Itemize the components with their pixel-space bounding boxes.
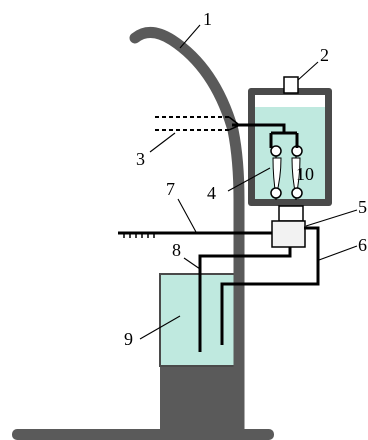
leader-lines [139,24,358,340]
stand-column [160,366,242,430]
reservoir-cap [283,76,299,94]
label-3: 3 [136,149,145,169]
label-9: 9 [124,329,133,349]
connector-block [271,220,306,248]
pump-tube-assembly [270,145,303,200]
reservoir-inner-air [255,95,325,107]
label-8: 8 [172,240,181,260]
curved-pole [129,27,245,436]
rod-ticks [123,233,155,238]
inlet-lines [155,116,239,131]
reservoir-water [255,107,325,199]
wire-network [118,123,320,352]
label-7: 7 [166,179,175,199]
label-5: 5 [358,197,367,217]
label-1: 1 [203,9,212,29]
label-6: 6 [358,235,367,255]
label-10: 10 [296,164,314,184]
reservoir-neck [278,205,304,222]
label-4: 4 [207,183,216,203]
label-2: 2 [320,45,329,65]
base-plate [12,429,274,440]
